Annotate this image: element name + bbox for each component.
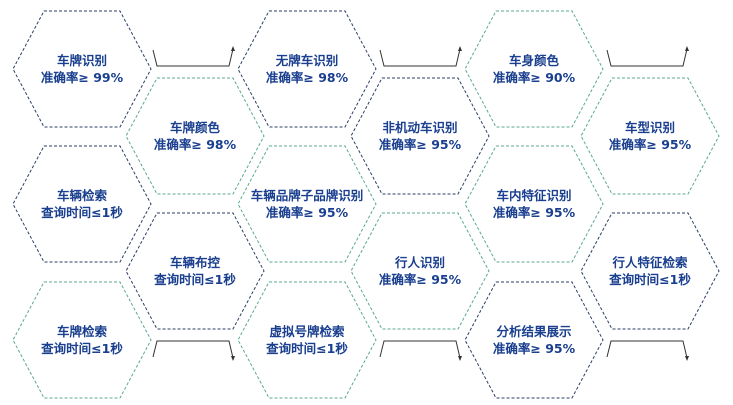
hex-non-motor-recognition: 非机动车识别准确率≥ 95%: [350, 77, 490, 195]
hex-outline: [350, 212, 490, 330]
hex-outline: [12, 145, 152, 263]
hex-body-color: 车身颜色准确率≥ 90%: [464, 10, 604, 128]
hex-title: 无牌车识别: [275, 53, 339, 68]
hex-outline: [125, 77, 265, 195]
hex-title: 车牌检索: [56, 324, 107, 339]
hex-outline: [12, 281, 152, 399]
hex-metric: 准确率≥ 95%: [378, 272, 462, 287]
hex-outline: [350, 77, 490, 195]
hex-title: 车内特征识别: [496, 188, 572, 203]
hex-pedestrian-recognition: 行人识别准确率≥ 95%: [350, 212, 490, 330]
hex-title: 分析结果展示: [496, 324, 572, 339]
hex-plate-search: 车牌检索查询时间≤1秒: [12, 281, 152, 399]
hex-outline: [464, 10, 604, 128]
hex-outline: [237, 281, 377, 399]
hex-virtual-plate-search: 虚拟号牌检索查询时间≤1秒: [237, 281, 377, 399]
connector-top-3: [606, 46, 689, 67]
connector-top-1: [152, 46, 235, 67]
hex-outline: [237, 145, 377, 263]
hex-title: 行人特征检索: [612, 255, 688, 270]
connector-bottom-2: [379, 340, 462, 361]
hex-title: 车辆检索: [56, 188, 107, 203]
hex-brand-recognition: 车辆品牌子品牌识别准确率≥ 95%: [237, 145, 377, 263]
hex-title: 虚拟号牌检索: [269, 324, 345, 339]
hex-metric: 查询时间≤1秒: [609, 272, 691, 287]
hex-title: 车辆布控: [169, 255, 220, 270]
hex-title: 非机动车识别: [382, 120, 458, 135]
hex-vehicle-search: 车辆检索查询时间≤1秒: [12, 145, 152, 263]
hex-pedestrian-feature-search: 行人特征检索查询时间≤1秒: [580, 212, 720, 330]
hex-plate-color: 车牌颜色准确率≥ 98%: [125, 77, 265, 195]
hex-metric: 查询时间≤1秒: [154, 272, 236, 287]
connector-top-2: [379, 46, 462, 67]
hex-outline: [580, 212, 720, 330]
hex-vehicle-control: 车辆布控查询时间≤1秒: [125, 212, 265, 330]
hex-outline: [12, 10, 152, 128]
hex-analysis-display: 分析结果展示准确率≥ 95%: [464, 281, 604, 399]
hex-outline: [237, 10, 377, 128]
hex-title: 车辆品牌子品牌识别: [250, 188, 364, 203]
hex-metric: 查询时间≤1秒: [41, 341, 123, 356]
hex-metric: 准确率≥ 95%: [378, 137, 462, 152]
hex-interior-feature: 车内特征识别准确率≥ 95%: [464, 145, 604, 263]
hex-metric: 准确率≥ 95%: [492, 205, 576, 220]
hex-metric: 准确率≥ 98%: [153, 137, 237, 152]
hex-title: 车型识别: [624, 120, 675, 135]
hex-no-plate-recognition: 无牌车识别准确率≥ 98%: [237, 10, 377, 128]
hex-title: 车身颜色: [508, 53, 559, 68]
hex-metric: 准确率≥ 98%: [265, 70, 349, 85]
hex-outline: [125, 212, 265, 330]
connector-bottom-3: [606, 340, 689, 361]
hex-metric: 查询时间≤1秒: [266, 341, 348, 356]
hex-metric: 查询时间≤1秒: [41, 205, 123, 220]
hex-outline: [580, 77, 720, 195]
hex-metric: 准确率≥ 95%: [492, 341, 576, 356]
hex-title: 车牌颜色: [169, 120, 220, 135]
hex-metric: 准确率≥ 95%: [265, 205, 349, 220]
hex-model-recognition: 车型识别准确率≥ 95%: [580, 77, 720, 195]
hex-plate-recognition: 车牌识别准确率≥ 99%: [12, 10, 152, 128]
hex-title: 行人识别: [394, 255, 445, 270]
hex-outline: [464, 281, 604, 399]
hex-title: 车牌识别: [56, 53, 107, 68]
hex-metric: 准确率≥ 95%: [608, 137, 692, 152]
hex-metric: 准确率≥ 90%: [492, 70, 576, 85]
connector-bottom-1: [152, 340, 235, 361]
hex-metric: 准确率≥ 99%: [40, 70, 124, 85]
hex-outline: [464, 145, 604, 263]
